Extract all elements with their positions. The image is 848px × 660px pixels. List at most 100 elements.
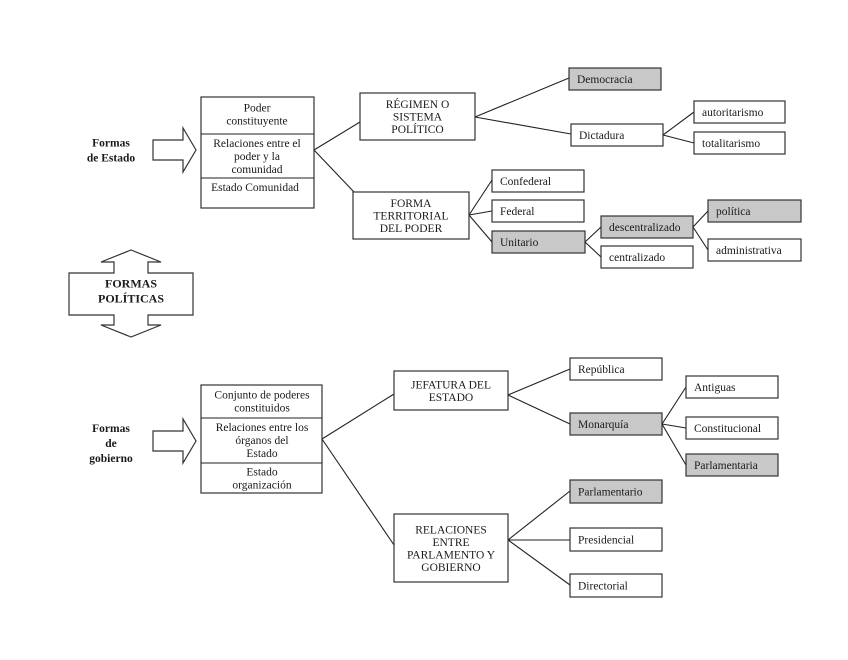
constitucional-node-box bbox=[685, 416, 779, 440]
connector-line bbox=[468, 214, 493, 243]
presidencial-node-text: Presidencial bbox=[578, 535, 634, 547]
connector-line bbox=[507, 394, 571, 425]
democracia-node-box bbox=[568, 67, 662, 91]
parlamentaria-node-text: Parlamentaria bbox=[694, 460, 758, 472]
directorial-node-box bbox=[569, 573, 663, 598]
connector-line bbox=[313, 121, 361, 151]
parlamentaria-node: Parlamentaria bbox=[685, 453, 779, 477]
autoritarismo-node-box bbox=[693, 100, 786, 124]
connector-line bbox=[507, 490, 571, 541]
stack-item-estado-comunidad: Estado Comunidad bbox=[211, 182, 299, 194]
connector-line bbox=[507, 539, 571, 586]
descentralizado-node: descentralizado bbox=[600, 215, 694, 239]
connector-line bbox=[474, 77, 570, 118]
federal-node: Federal bbox=[491, 199, 585, 223]
right-arrow-icon bbox=[152, 125, 197, 175]
shapes bbox=[68, 125, 197, 466]
democracia-node-text: Democracia bbox=[577, 74, 633, 86]
connector-line bbox=[662, 134, 695, 144]
connector-line bbox=[661, 386, 687, 425]
presidencial-node: Presidencial bbox=[569, 527, 663, 552]
connector-line bbox=[321, 393, 395, 440]
monarquia-node: Monarquía bbox=[569, 412, 663, 436]
confederal-node: Confederal bbox=[491, 169, 585, 193]
connector-line bbox=[468, 179, 493, 216]
right-arrow-icon bbox=[152, 416, 197, 466]
parlamentario-node: Parlamentario bbox=[569, 479, 663, 504]
politica-node-text: política bbox=[716, 206, 751, 218]
connector-line bbox=[584, 241, 602, 258]
republica-node: República bbox=[569, 357, 663, 381]
presidencial-node-box bbox=[569, 527, 663, 552]
connector-line bbox=[321, 438, 395, 546]
autoritarismo-node-text: autoritarismo bbox=[702, 107, 764, 119]
centralizado-node: centralizado bbox=[600, 245, 694, 269]
relaciones-node-box bbox=[393, 513, 509, 583]
republica-node-text: República bbox=[578, 364, 625, 376]
forma-territorial-node-box bbox=[352, 191, 470, 240]
estado-stack-box bbox=[200, 96, 315, 209]
totalitarismo-node-box bbox=[693, 131, 786, 155]
parlamentaria-node-box bbox=[685, 453, 779, 477]
federal-node-box bbox=[491, 199, 585, 223]
parlamentario-node-text: Parlamentario bbox=[578, 487, 643, 499]
constitucional-node: Constitucional bbox=[685, 416, 779, 440]
double-arrow-icon bbox=[68, 249, 194, 338]
administrativa-node-text: administrativa bbox=[716, 245, 782, 257]
totalitarismo-node: totalitarismo bbox=[693, 131, 786, 155]
connector-line bbox=[474, 116, 572, 135]
connector-line bbox=[692, 226, 709, 251]
dictadura-node-text: Dictadura bbox=[579, 130, 624, 142]
antiguas-node-box bbox=[685, 375, 779, 399]
federal-node-text: Federal bbox=[500, 206, 534, 218]
autoritarismo-node: autoritarismo bbox=[693, 100, 786, 124]
unitario-node: Unitario bbox=[491, 230, 586, 254]
antiguas-node: Antiguas bbox=[685, 375, 779, 399]
connector-line bbox=[692, 210, 709, 228]
descentralizado-node-box bbox=[600, 215, 694, 239]
politica-node-box bbox=[707, 199, 802, 223]
unitario-node-box bbox=[491, 230, 586, 254]
connector-line bbox=[661, 423, 687, 429]
connector-line bbox=[313, 149, 355, 193]
descentralizado-node-text: descentralizado bbox=[609, 222, 681, 234]
directorial-node-text: Directorial bbox=[578, 581, 628, 593]
connector-line bbox=[507, 368, 571, 396]
edges bbox=[313, 77, 709, 586]
connector-line bbox=[661, 423, 687, 466]
jefatura-node-box bbox=[393, 370, 509, 411]
centralizado-node-box bbox=[600, 245, 694, 269]
connector-line bbox=[468, 210, 493, 216]
administrativa-node: administrativa bbox=[707, 238, 802, 262]
gobierno-stack-box bbox=[200, 384, 323, 494]
antiguas-node-text: Antiguas bbox=[694, 382, 736, 394]
monarquia-node-text: Monarquía bbox=[578, 419, 628, 431]
directorial-node: Directorial bbox=[569, 573, 663, 598]
republica-node-box bbox=[569, 357, 663, 381]
parlamentario-node-box bbox=[569, 479, 663, 504]
regimen-node-box bbox=[359, 92, 476, 141]
confederal-node-box bbox=[491, 169, 585, 193]
totalitarismo-node-text: totalitarismo bbox=[702, 138, 760, 150]
confederal-node-text: Confederal bbox=[500, 176, 551, 188]
monarquia-node-box bbox=[569, 412, 663, 436]
